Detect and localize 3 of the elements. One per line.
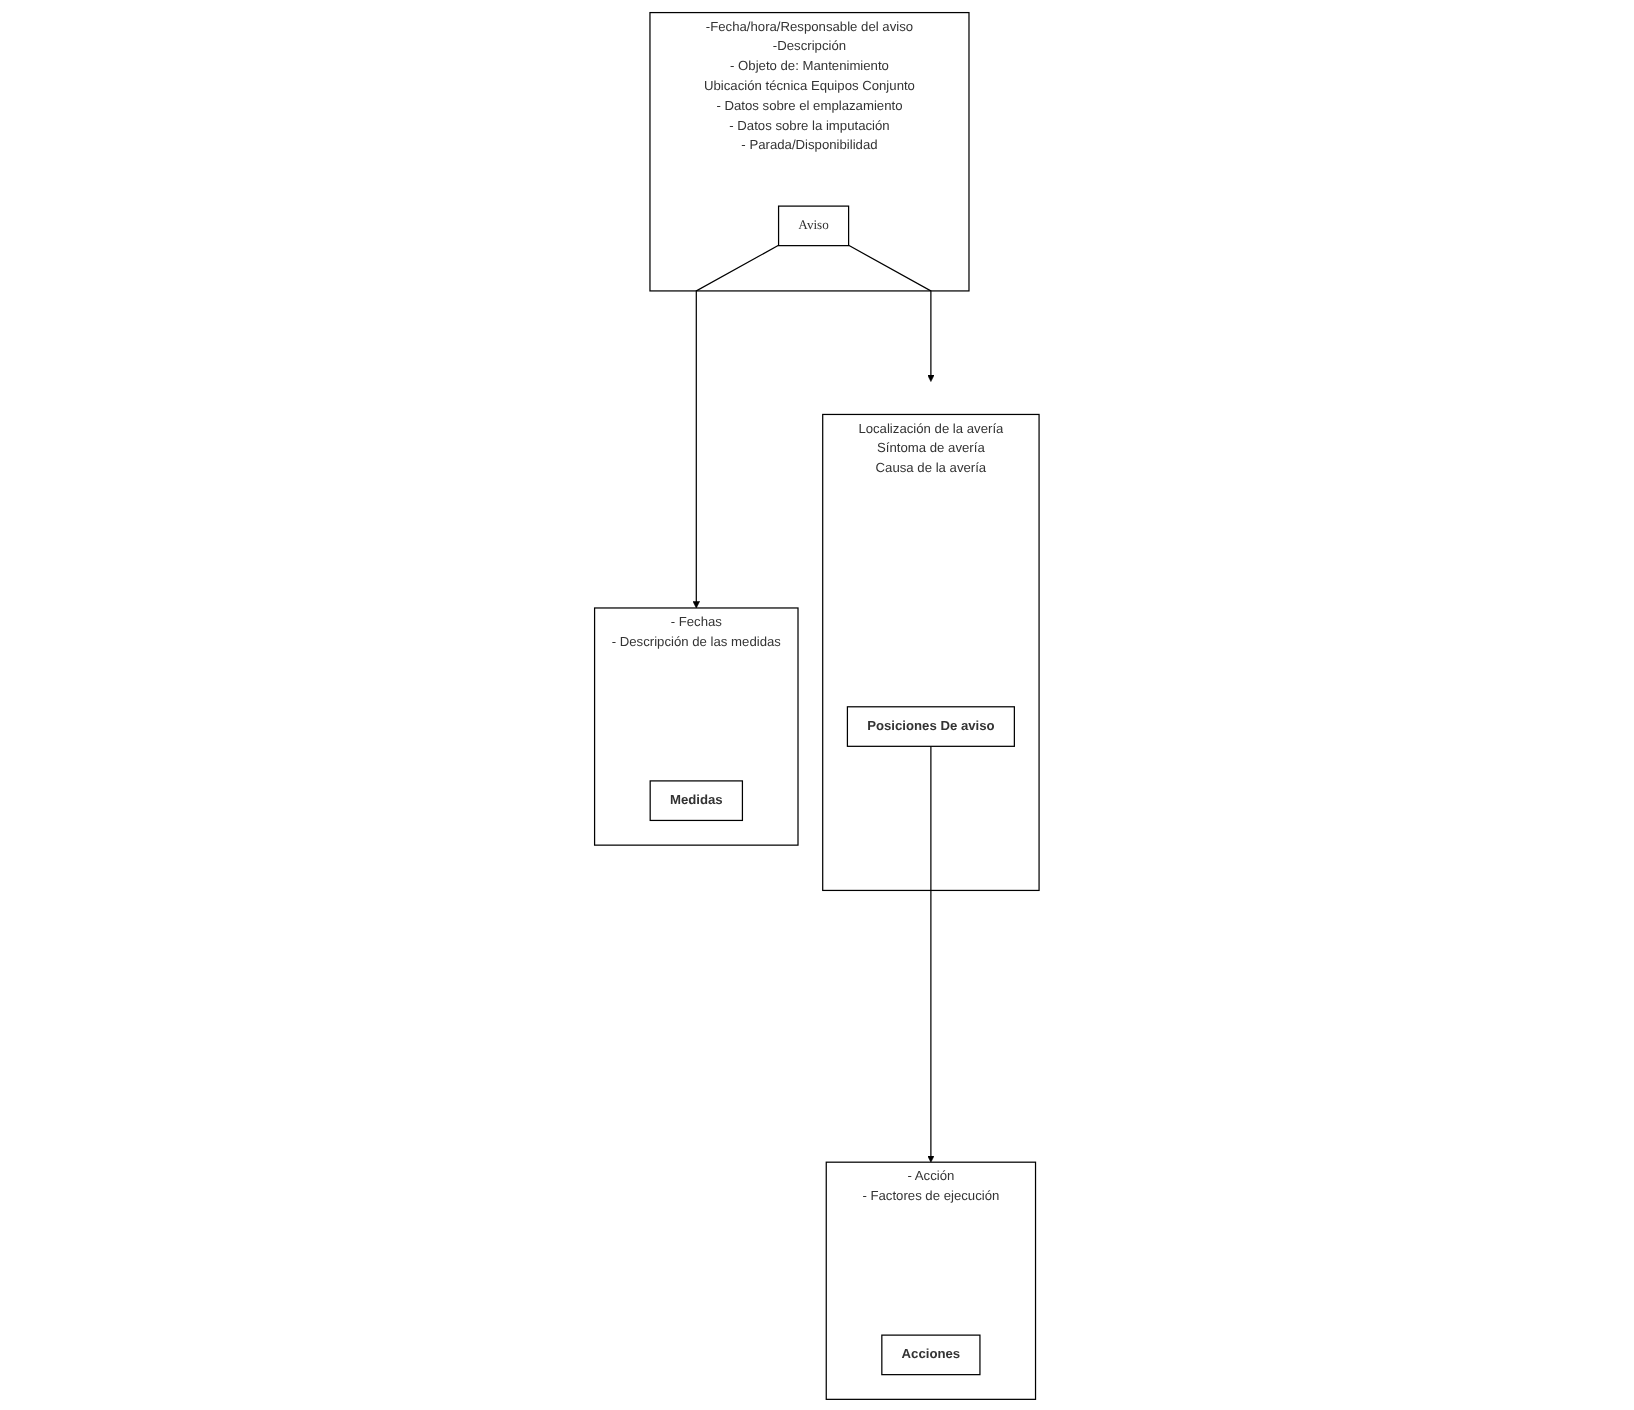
arrow (692, 243, 780, 608)
arrow (848, 243, 935, 381)
arrow (927, 744, 935, 1162)
